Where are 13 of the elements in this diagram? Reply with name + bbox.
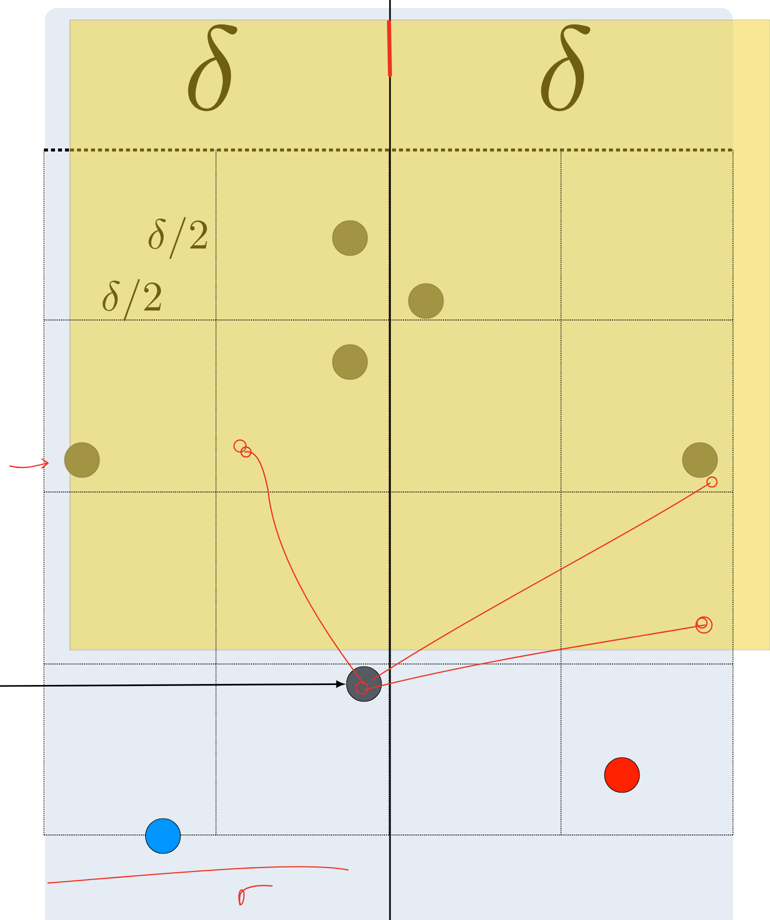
point-dot — [145, 818, 181, 854]
math-label: $\delta/2$ — [148, 217, 207, 259]
point-dot — [346, 666, 382, 702]
point-dot — [64, 442, 100, 478]
arrow — [0, 680, 344, 688]
point-dot — [682, 442, 718, 478]
point-dot — [332, 220, 368, 256]
math-label: $\delta/2$ — [102, 279, 161, 321]
point-dot — [332, 344, 368, 380]
point-dot — [604, 757, 640, 793]
math-label: $\delta$ — [541, 24, 590, 112]
math-label: $\delta$ — [188, 24, 238, 112]
point-dot — [408, 283, 444, 319]
